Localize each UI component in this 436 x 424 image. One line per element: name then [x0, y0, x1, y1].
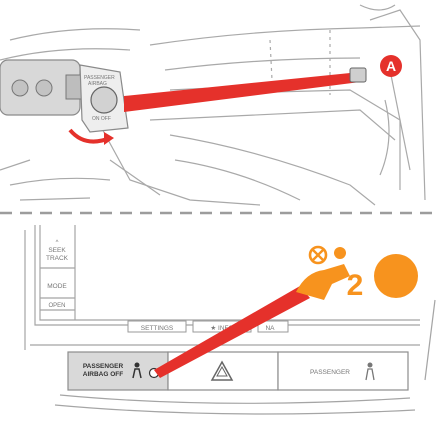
callout-wedge-top — [124, 72, 360, 112]
rotate-arrow-head — [104, 132, 114, 145]
switch-barrel — [91, 87, 117, 113]
open-label: OPEN — [48, 303, 65, 309]
indicator-number: 2 — [347, 269, 364, 302]
settings-label: SETTINGS — [141, 325, 174, 332]
glovebox-switch — [350, 68, 366, 82]
nav-label: NA — [265, 325, 275, 332]
mode-label: MODE — [47, 283, 67, 290]
key-fob-button — [36, 80, 52, 96]
airbag-off-label-line1: PASSENGER — [83, 363, 124, 370]
passenger-head-icon — [334, 247, 346, 259]
seek-up-chevron: ^ — [56, 240, 59, 246]
switch-engraving-line2: AIRBAG — [88, 81, 107, 87]
passenger-label: PASSENGER — [310, 369, 350, 376]
switch-engraving-line3: ON OFF — [92, 116, 111, 122]
seek-label: SEEK — [48, 247, 66, 254]
callout-a-label: A — [386, 58, 396, 74]
key-switch-closeup: PASSENGER AIRBAG ON OFF — [0, 60, 128, 145]
indicator-lamp — [374, 254, 418, 298]
key-fob-button — [12, 80, 28, 96]
track-label: TRACK — [46, 255, 69, 262]
airbag-off-indicator: 2 — [296, 247, 363, 302]
airbag-off-label-line2: AIRBAG OFF — [83, 371, 123, 378]
callout-a: A — [380, 55, 402, 77]
